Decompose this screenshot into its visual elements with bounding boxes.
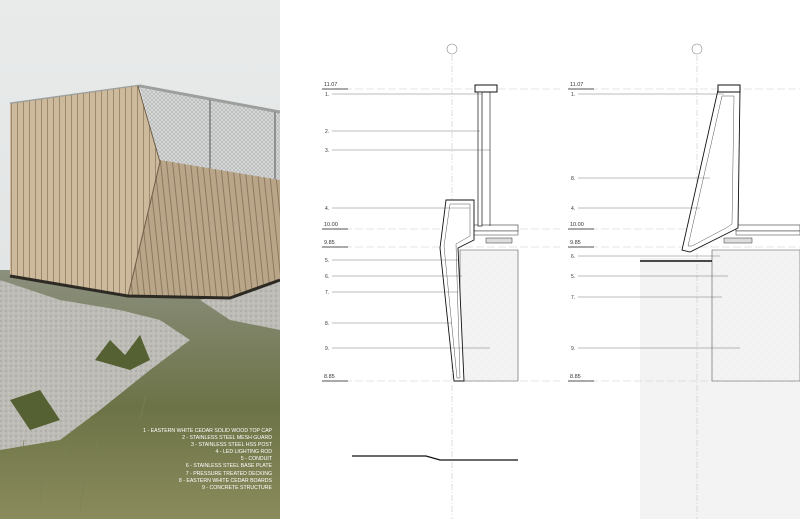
callout-label: 4. [571, 206, 575, 212]
callout-label: 3. [325, 148, 329, 154]
legend-item: 8 - EASTERN WHITE CEDAR BOARDS [178, 477, 272, 484]
callout-label: 1. [571, 92, 575, 98]
callout-label: 6. [571, 254, 575, 260]
section-drawings: 11.07 10.00 9.85 8.85 1. 2. 3. [322, 43, 800, 519]
legend-item: 1 - EASTERN WHITE CEDAR SOLID WOOD TOP C… [143, 428, 272, 434]
level-top: 11.07 [324, 82, 337, 88]
legend-item: 4 - LED LIGHTING ROD [215, 449, 273, 456]
callout-label: 5. [571, 274, 575, 280]
callout-label: 9. [571, 346, 575, 352]
callout-label: 9. [325, 346, 329, 352]
legend-item: 3 - STAINLESS STEEL HSS POST [190, 442, 272, 449]
section-right: 11.07 10.00 9.85 8.85 1. 8. 4. 6. 5. 7. [568, 43, 800, 519]
callout-label: 5. [325, 258, 329, 264]
callout-label: 4. [325, 206, 329, 212]
callout-label: 7. [325, 290, 329, 296]
level-slab: 9.85 [570, 240, 581, 246]
level-deck: 10.00 [324, 222, 338, 228]
callout-label: 6. [325, 274, 329, 280]
legend-item: 5 - CONDUIT [240, 456, 272, 463]
level-bottom: 8.85 [570, 374, 581, 380]
legend-item: 2 - STAINLESS STEEL MESH GUARD [182, 435, 272, 442]
level-slab: 9.85 [324, 240, 335, 246]
callout-label: 1. [325, 92, 329, 98]
legend-item: 9 - CONCRETE STRUCTURE [201, 484, 272, 491]
level-bottom: 8.85 [324, 374, 335, 380]
legend-item: 6 - STAINLESS STEEL BASE PLATE [185, 463, 272, 470]
callout-label: 8. [571, 176, 575, 182]
level-deck: 10.00 [570, 222, 584, 228]
callout-label: 7. [571, 295, 575, 301]
callout-label: 8. [325, 321, 329, 327]
material-legend: 1 - EASTERN WHITE CEDAR SOLID WOOD TOP C… [130, 428, 272, 492]
site-photograph [0, 0, 280, 519]
callout-label: 2. [325, 129, 329, 135]
level-top: 11.07 [570, 82, 583, 88]
section-left: 11.07 10.00 9.85 8.85 1. 2. 3. [322, 43, 560, 519]
legend-item: 7 - PRESSURE TREATED DECKING [185, 470, 272, 477]
